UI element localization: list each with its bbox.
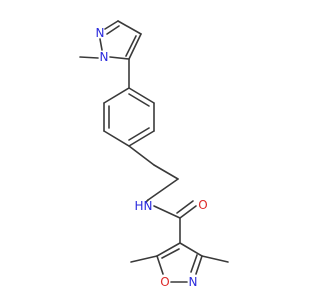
bond-pyrazole-n2-c3-double <box>106 25 120 35</box>
bond-isox-c5-o1 <box>156 255 164 275</box>
bond-benzene-3 <box>128 130 155 147</box>
molecule-structure: N N N H O N O <box>79 20 229 289</box>
bond-linker-4 <box>145 199 149 203</box>
bond-benzene-3-double <box>128 127 150 141</box>
bonds <box>79 20 229 283</box>
bond-pyrazole-n2-c3 <box>104 20 119 30</box>
bond-linker-3 <box>147 178 179 201</box>
bond-pyrazole-c3-c4 <box>117 20 142 35</box>
atom-o-carbonyl: O <box>198 198 207 212</box>
atom-n-isoxazole: N <box>189 275 198 289</box>
atom-n-pyrazole-2: N <box>96 26 105 40</box>
bond-isox-c4-c5-double <box>161 248 180 259</box>
bond-linker-2 <box>153 164 179 180</box>
atom-o-isoxazole: O <box>160 275 169 289</box>
bond-isox-n2-c3-double <box>190 254 198 273</box>
bond-isox-c4-c5 <box>156 242 181 257</box>
bond-isox-methyl-right <box>201 255 229 263</box>
atom-n-amide: N <box>144 199 153 213</box>
bond-pyrazole-n1-n2 <box>99 38 103 51</box>
bond-pyrazole-c4-c5 <box>128 33 142 60</box>
bond-isox-c3-c4 <box>179 242 203 257</box>
atom-labels: N N N H O N O <box>96 26 208 289</box>
atom-h-amide: H <box>134 199 143 213</box>
bond-benzene-1-double <box>128 93 150 107</box>
bond-isox-methyl-left <box>130 255 158 263</box>
bond-benzene-4 <box>103 130 130 147</box>
bond-carbonyl-o <box>179 205 197 219</box>
bond-n-methyl <box>79 56 99 59</box>
bond-carbonyl-o-double <box>176 200 194 214</box>
bond-benzene-6 <box>103 87 130 104</box>
bond-linker-1 <box>128 145 155 166</box>
bond-n-carbonyl <box>153 205 181 219</box>
bond-pyrazole-c4-c5-double <box>125 35 137 57</box>
bond-isox-n2-c3 <box>195 255 203 275</box>
bond-benzene-1 <box>128 87 155 104</box>
bond-pyrazole-c5-n1 <box>109 56 130 60</box>
atom-n-pyrazole-1: N <box>100 50 109 64</box>
